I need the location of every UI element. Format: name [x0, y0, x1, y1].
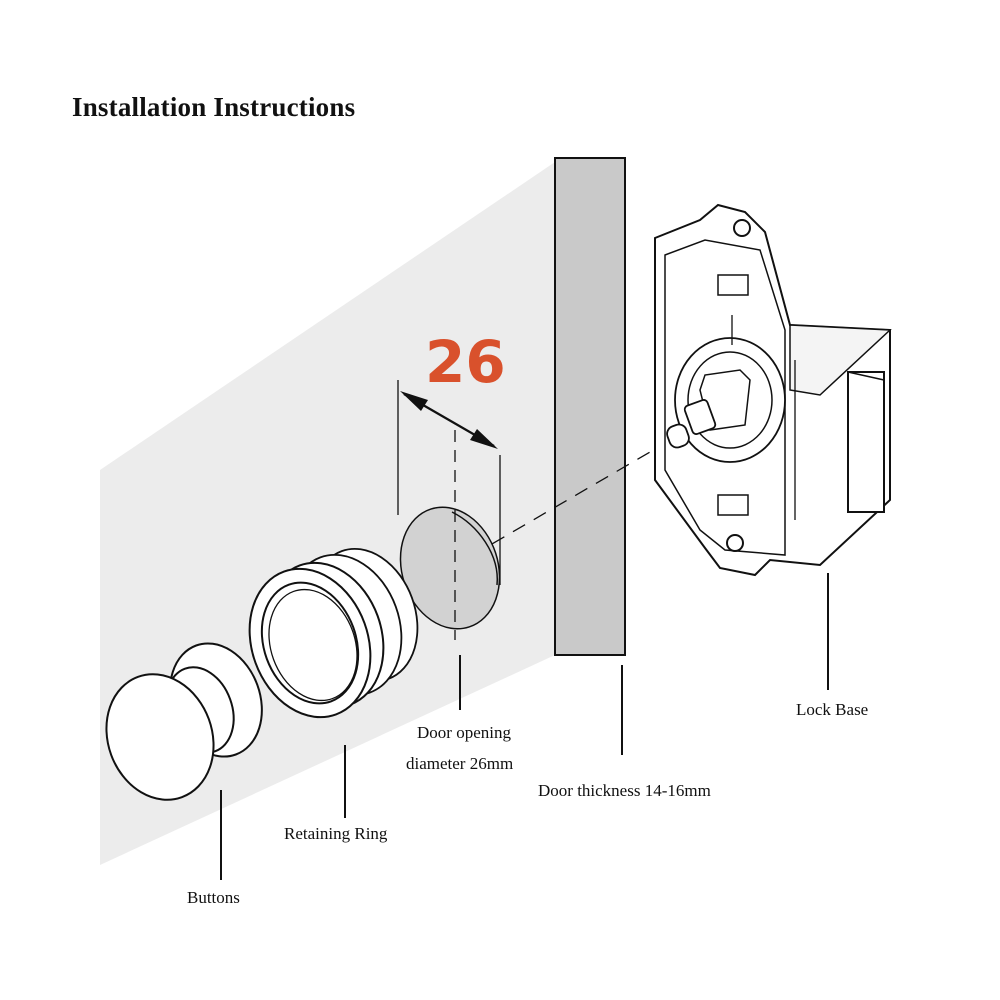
retaining-ring-label: Retaining Ring [284, 824, 388, 843]
leader-lines [220, 573, 829, 880]
dimension-value: 26 [425, 328, 506, 396]
door-panel [554, 157, 626, 656]
door-thickness-label: Door thickness 14-16mm [538, 781, 711, 800]
buttons-label: Buttons [187, 888, 240, 907]
center-axis-line [429, 451, 651, 581]
retaining-ring [248, 547, 419, 719]
lock-base-label: Lock Base [796, 700, 869, 719]
push-button [105, 642, 263, 801]
dimension-arrow-left-icon [400, 391, 428, 411]
door-opening-diameter-label: diameter 26mm [406, 754, 514, 773]
page-title: Installation Instructions [72, 92, 356, 122]
lock-base [654, 203, 892, 577]
dimension-marker [397, 380, 501, 640]
door-opening-label: Door opening [417, 723, 511, 742]
dimension-arrow-right-icon [470, 429, 498, 449]
